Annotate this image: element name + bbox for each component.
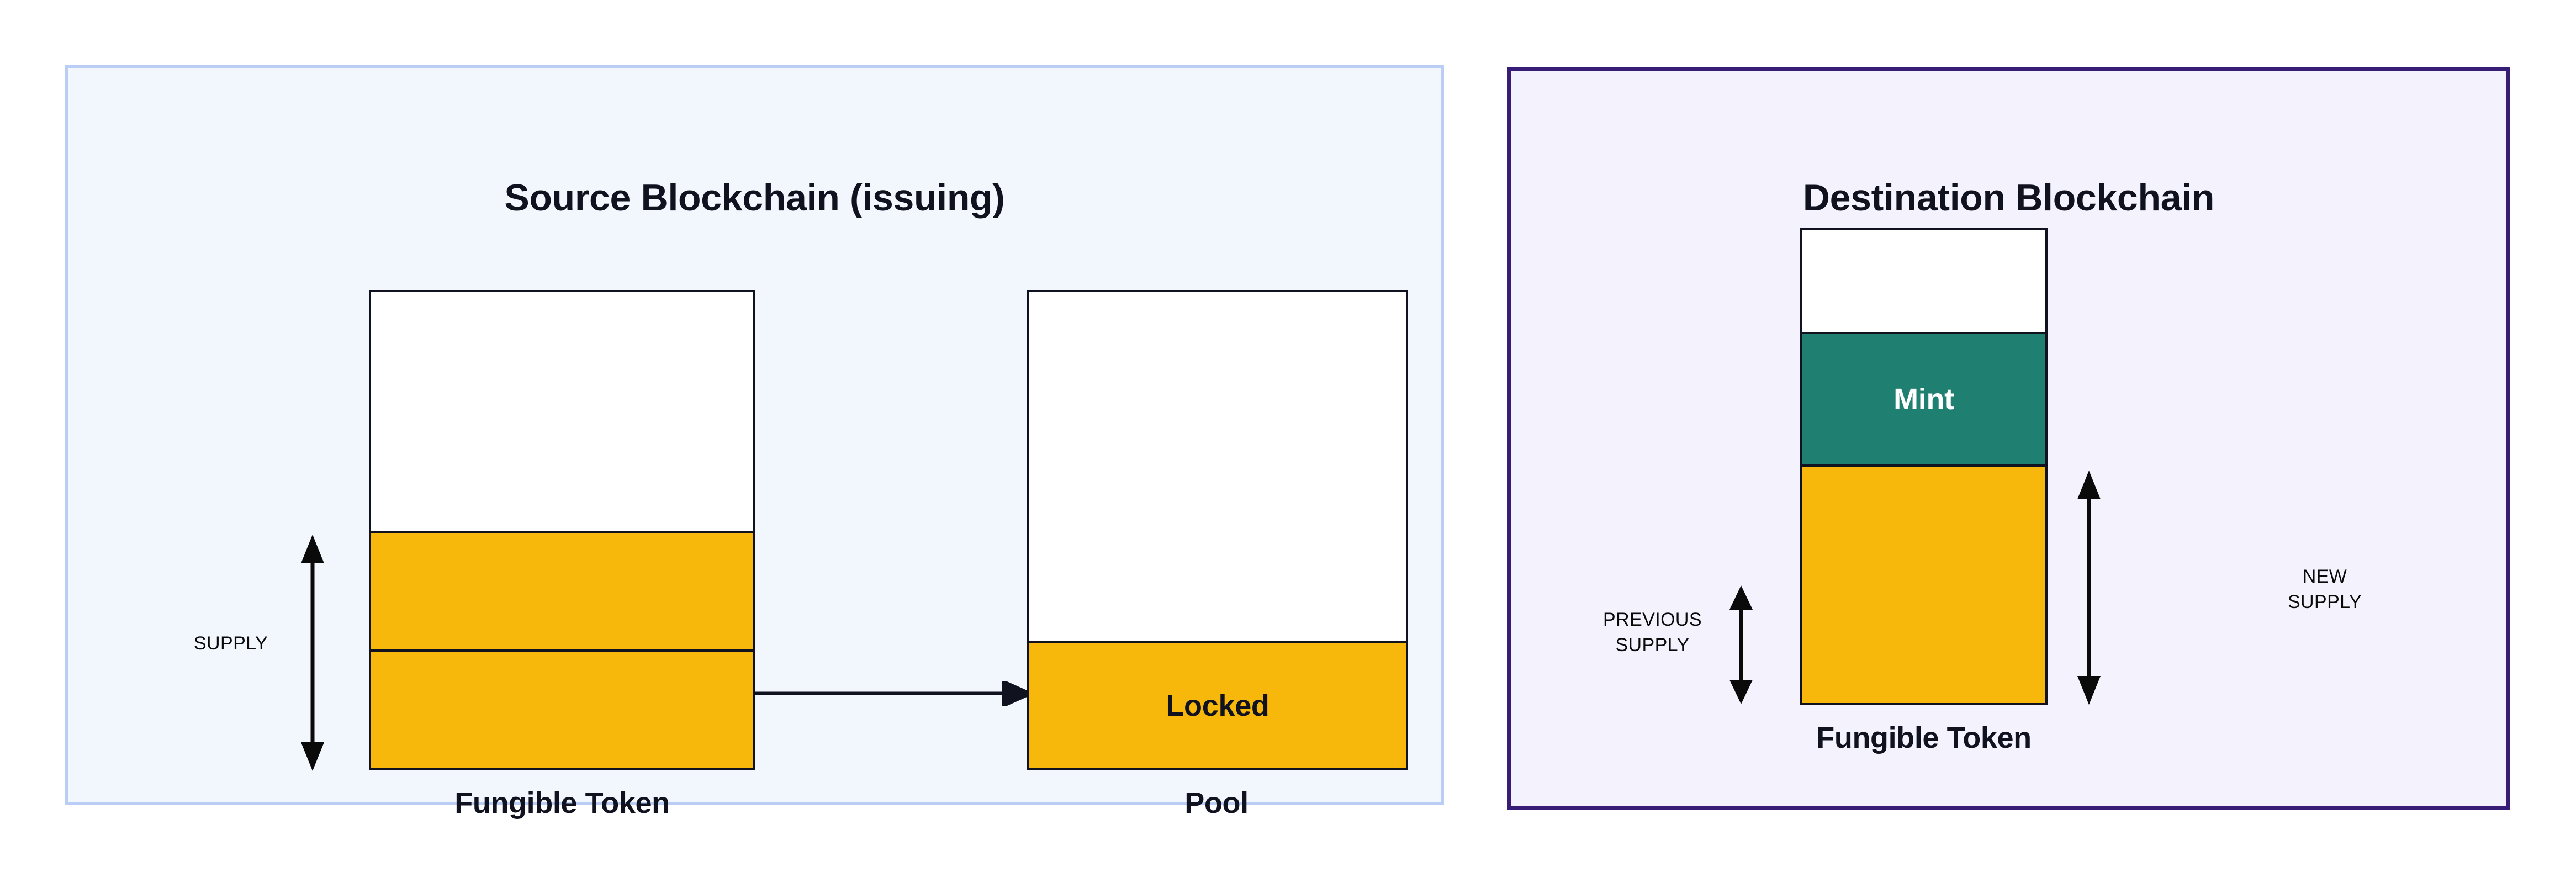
destination-fungible-token-box: Mint: [1800, 228, 2048, 705]
source-token-headroom-segment: [371, 292, 753, 531]
pool-box: Locked: [1027, 290, 1408, 770]
source-fungible-token-caption: Fungible Token: [454, 786, 670, 820]
new-supply-measure-label: NEW SUPPLY: [2287, 566, 2362, 612]
source-token-supply-upper-segment: [371, 531, 753, 649]
source-fungible-token-box: [369, 290, 755, 770]
pool-headroom-segment: [1029, 292, 1406, 641]
supply-measure-arrow-icon: [300, 535, 325, 771]
destination-token-mint-segment: Mint: [1802, 332, 2045, 464]
transfer-right-arrow-icon: [753, 681, 1034, 706]
destination-panel-title: Destination Blockchain: [1802, 177, 2215, 219]
supply-measure-label: SUPPLY: [193, 633, 268, 654]
destination-fungible-token-caption: Fungible Token: [1816, 721, 2032, 754]
source-blockchain-panel: Source Blockchain (issuing) Fungible Tok…: [65, 65, 1444, 820]
pool-locked-segment: Locked: [1029, 641, 1406, 768]
new-supply-measure-arrow-icon: [2076, 471, 2102, 705]
source-panel-title: Source Blockchain (issuing): [504, 177, 1005, 219]
destination-token-previous-supply-segment: [1802, 464, 2045, 703]
previous-supply-measure-arrow-icon: [1728, 585, 1754, 704]
pool-caption: Pool: [1184, 786, 1249, 820]
previous-supply-measure-label: PREVIOUS SUPPLY: [1603, 609, 1702, 656]
destination-token-headroom-segment: [1802, 230, 2045, 332]
source-token-supply-lower-segment: [371, 649, 753, 768]
